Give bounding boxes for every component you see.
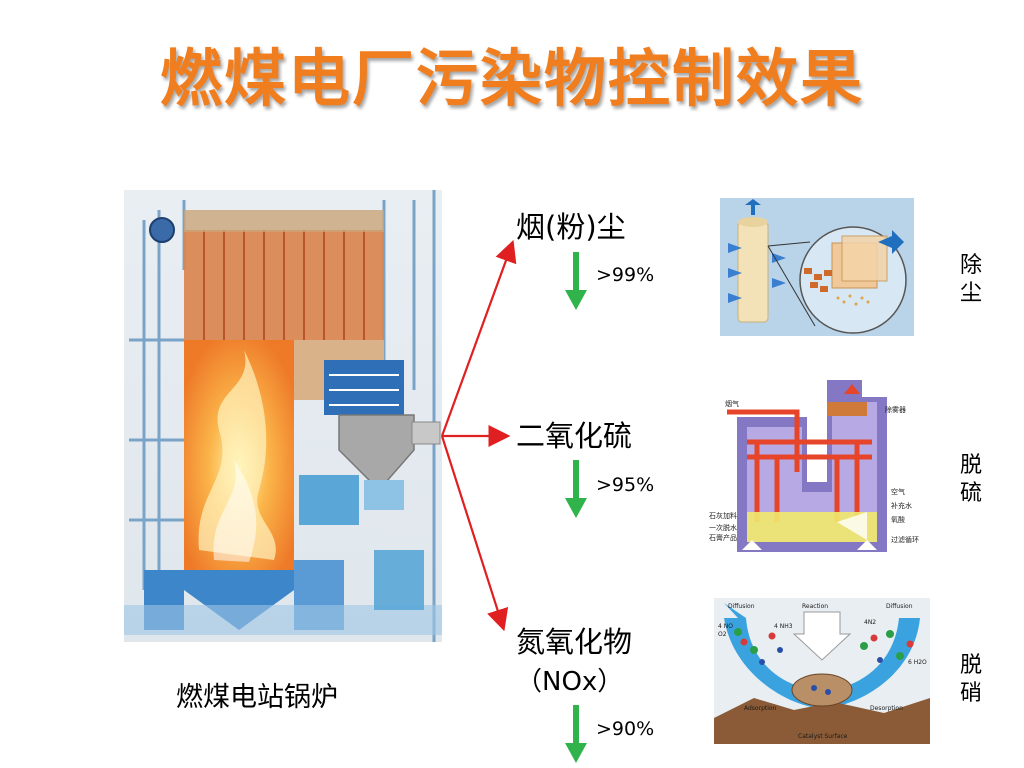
scr-label-nh3: 4 NH3	[774, 623, 793, 630]
fgd-label-gypsum: 石膏产品	[709, 533, 737, 542]
scr-label-o2: O2	[718, 631, 727, 638]
scr-label-diffusion-left: Diffusion	[728, 603, 755, 610]
fgd-label-makeup-water: 补充水	[891, 501, 912, 510]
pollutant-nox-label: 氮氧化物	[516, 625, 633, 659]
pollutant-so2-label: 二氧化硫	[516, 419, 633, 453]
branch-arrow-dust	[440, 239, 517, 437]
fgd-label-flue-gas: 烟气	[725, 399, 739, 408]
scr-label-reaction: Reaction	[802, 603, 828, 610]
green-down-arrow-icon	[565, 705, 587, 763]
so2-reduction: >95%	[596, 474, 655, 496]
scr-label-h2o: 6 H2O	[908, 659, 927, 666]
page-title: 燃煤电厂污染物控制效果	[159, 42, 864, 115]
scr-label-no: 4 NO	[718, 623, 733, 630]
fgd-label-acid: 氧酸	[891, 515, 905, 524]
branch-arrow-nox	[440, 435, 509, 632]
pollutant-nox-sub: （NOx）	[516, 667, 624, 697]
scr-label-catalyst: Catalyst Surface	[798, 733, 848, 740]
fgd-label-primary-dewater: 一次脱水	[709, 523, 737, 532]
green-down-arrow-icon	[565, 252, 587, 310]
scr-label-diffusion-right: Diffusion	[886, 603, 913, 610]
green-down-arrow-icon	[565, 460, 587, 518]
denitrification-diagram: Diffusion Reaction Diffusion 4 NO O2 4 N…	[714, 598, 930, 744]
fgd-label-filter-recycle: 过滤循环	[891, 535, 919, 544]
process-denitrification: 脱硝	[959, 653, 982, 706]
dust-reduction: >99%	[596, 264, 655, 286]
boiler-caption: 燃煤电站锅炉	[176, 682, 338, 713]
dust-removal-diagram	[720, 198, 914, 336]
nox-reduction: >90%	[596, 718, 655, 740]
fgd-label-air: 空气	[891, 487, 905, 496]
process-desulfurization: 脱硫	[959, 453, 982, 506]
boiler-illustration	[124, 190, 442, 642]
scr-label-n2: 4N2	[864, 619, 876, 626]
scr-label-desorption: Desorption	[870, 705, 903, 712]
fgd-label-demister: 除雾器	[885, 405, 906, 414]
desulfurization-diagram: 烟气 除雾器 空气 补充水 石灰加料 氧酸 一次脱水 石膏产品 过滤循环	[707, 372, 927, 568]
scr-label-adsorption: Adsorption	[744, 705, 777, 712]
fgd-label-lime-feed: 石灰加料	[709, 511, 737, 520]
process-dust-removal: 除尘	[959, 253, 982, 306]
pollutant-dust-label: 烟(粉)尘	[516, 210, 626, 244]
